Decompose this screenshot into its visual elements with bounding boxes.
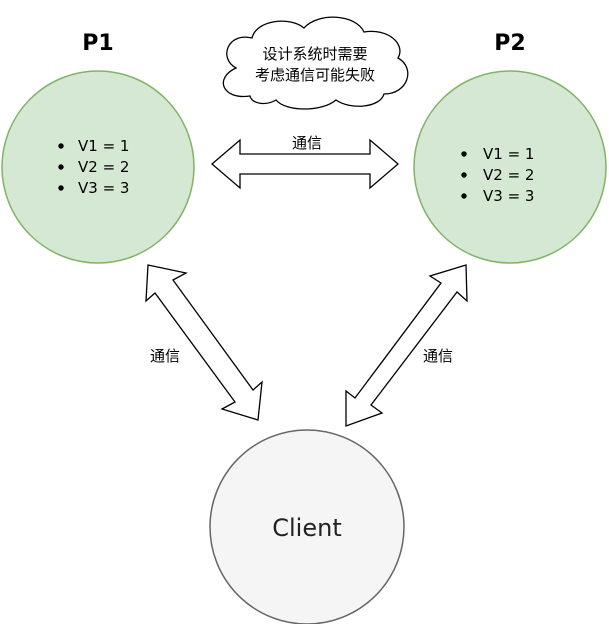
note-cloud: 设计系统时需要 考虑通信可能失败 [222,16,409,110]
node-p2-title: P2 [494,31,525,56]
node-p2-item: V3 = 3 [483,187,534,205]
node-p2-item: V1 = 1 [483,145,534,163]
double-arrow-icon [145,264,263,421]
node-client: Client [209,429,405,624]
bullet-icon [461,193,467,199]
cloud-shape [222,16,409,110]
bullet-icon [461,172,467,178]
node-client-circle [209,429,405,624]
double-arrow-icon [345,264,468,427]
node-p2: P2 V1 = 1 V2 = 2 V3 = 3 [413,31,607,264]
node-p1-item: V2 = 2 [78,158,129,176]
cloud-text-line2: 考虑通信可能失败 [255,66,375,84]
bullet-icon [58,143,64,149]
edge-p2-client-label: 通信 [423,347,453,365]
bullet-icon [461,151,467,157]
node-p1-circle [1,70,195,264]
edge-p2-client: 通信 [345,264,468,427]
edge-p1-client-label: 通信 [150,347,180,365]
node-p1-item: V1 = 1 [78,137,129,155]
bullet-icon [58,185,64,191]
cloud-text-line1: 设计系统时需要 [262,45,367,63]
bullet-icon [58,164,64,170]
node-p1: P1 V1 = 1 V2 = 2 V3 = 3 [1,31,195,264]
node-p1-item: V3 = 3 [78,179,129,197]
edge-p1-client: 通信 [145,264,263,421]
node-p1-title: P1 [82,31,113,56]
double-arrow-icon [211,138,399,190]
edge-p1-p2: 通信 [211,134,399,190]
node-p2-circle [413,70,607,264]
edge-p1-p2-label: 通信 [292,134,322,152]
node-p2-item: V2 = 2 [483,166,534,184]
node-client-label: Client [272,514,341,542]
